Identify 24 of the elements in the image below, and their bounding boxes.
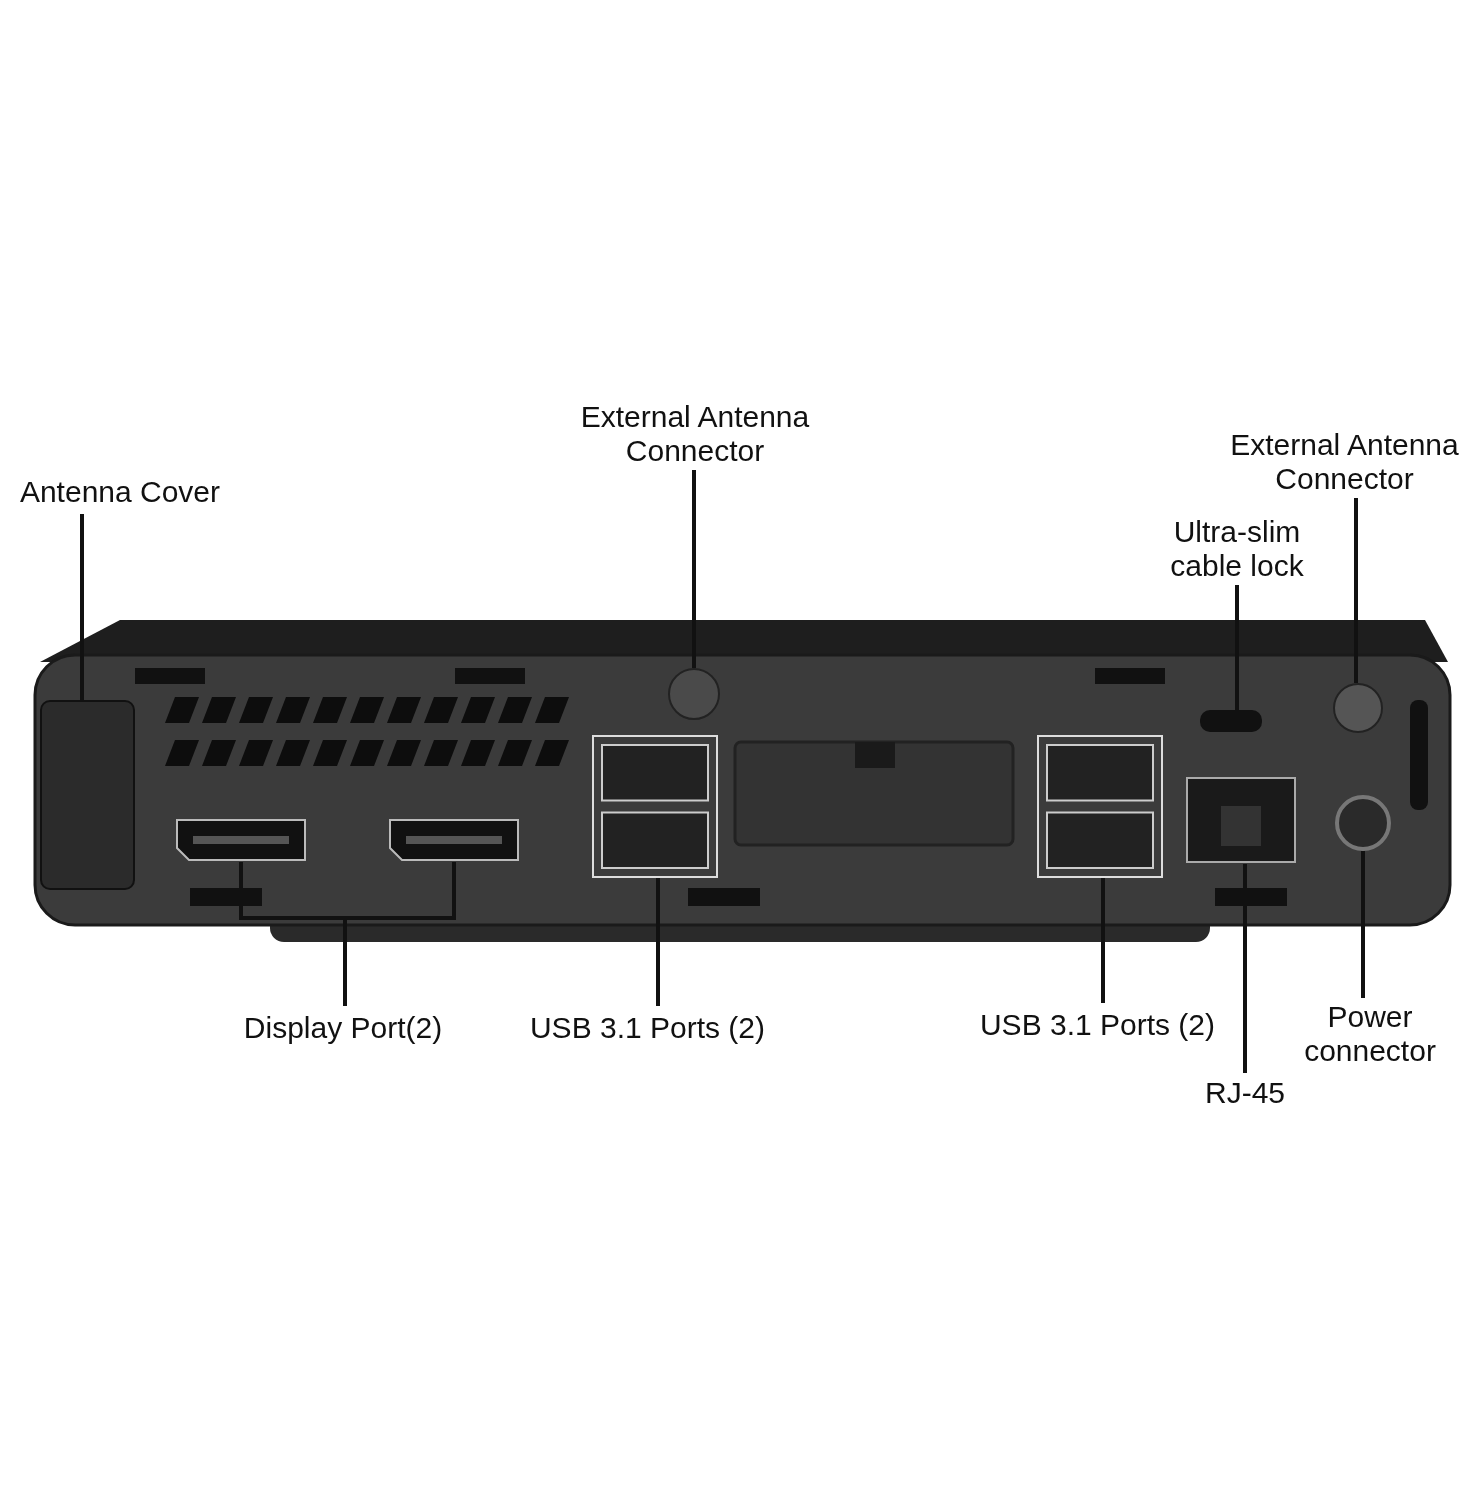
leader-line <box>1235 585 1239 710</box>
callout-label: Antenna Cover <box>19 475 221 509</box>
callout-label: Ultra-slim cable lock <box>1169 515 1305 583</box>
leader-line <box>1243 864 1247 1073</box>
callout-label: Display Port(2) <box>243 1011 443 1045</box>
leader-line <box>692 470 696 668</box>
leader-line <box>1354 498 1358 683</box>
callout-label: USB 3.1 Ports (2) <box>979 1008 1216 1042</box>
usb-port-pair <box>592 735 718 878</box>
callout-label: USB 3.1 Ports (2) <box>529 1011 766 1045</box>
display-port <box>388 818 520 862</box>
callout-label: External Antenna Connector <box>1229 428 1460 496</box>
leader-line <box>1101 878 1105 1003</box>
callout-label: External Antenna Connector <box>579 400 811 468</box>
display-port <box>175 818 307 862</box>
leader-line <box>1361 851 1365 998</box>
callout-label: Power connector <box>1303 1000 1437 1068</box>
leader-line <box>656 878 660 1006</box>
leader-line <box>80 514 84 700</box>
cable-lock-slot <box>1200 710 1262 732</box>
callout-label: RJ-45 <box>1205 1076 1285 1110</box>
antenna-cover <box>40 700 135 890</box>
usb-port-pair <box>1037 735 1163 878</box>
rj45-port <box>1185 776 1297 864</box>
